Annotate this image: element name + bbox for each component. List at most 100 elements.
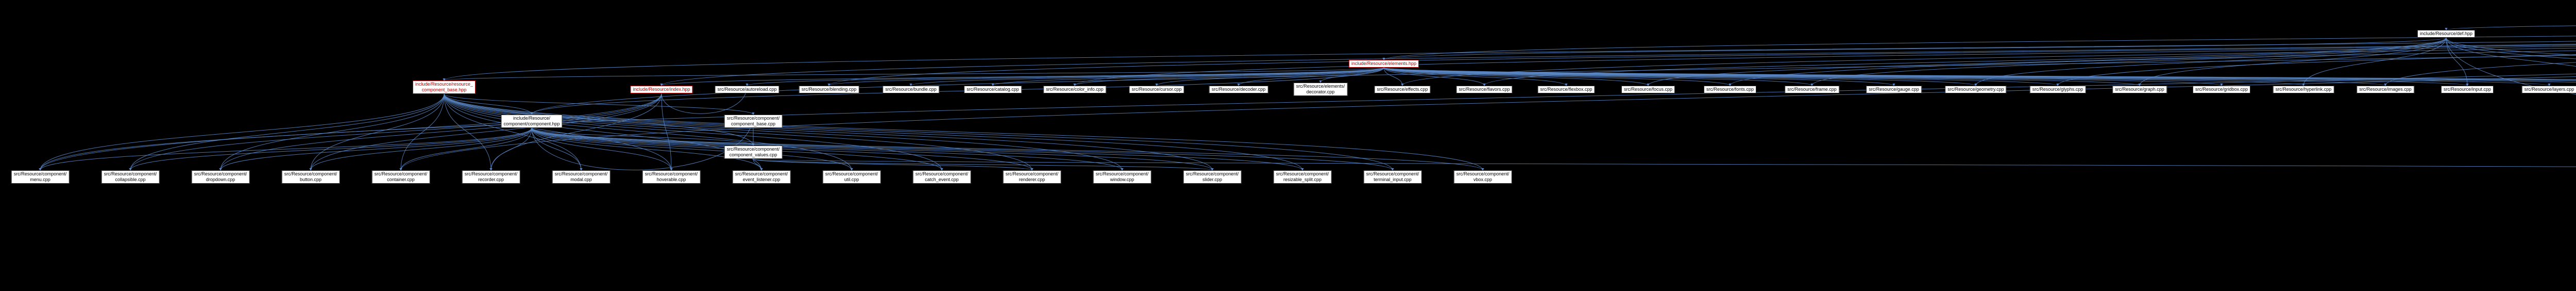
graph-node-b12[interactable]: src/Resource/component/renderer.cpp: [1003, 170, 1061, 184]
graph-node-d5[interactable]: src/Resource/color_info.cpp: [1043, 86, 1106, 93]
dependency-edge: [2445, 25, 2576, 30]
dependency-edge: [660, 44, 2576, 86]
node-label-line: decorator.cpp: [1306, 89, 1335, 94]
node-label-line: catch_event.cpp: [925, 177, 959, 182]
node-label-line: include/Resource/elements.hpp: [1351, 61, 1417, 66]
graph-node-cbase[interactable]: src/Resource/component/component_base.cp…: [724, 115, 783, 128]
graph-node-def[interactable]: include/Resource/def.hpp: [2417, 30, 2476, 38]
node-label-line: src/Resource/gridbox.cpp: [2195, 87, 2248, 92]
graph-node-rcb[interactable]: include/Resource/resource_component_base…: [412, 80, 476, 94]
graph-node-b4[interactable]: src/Resource/component/button.cpp: [281, 170, 340, 184]
dependency-edge: [309, 93, 662, 171]
graph-node-b17[interactable]: src/Resource/component/vbox.cpp: [1453, 170, 1512, 184]
dependency-edge: [909, 67, 1384, 86]
graph-node-d10[interactable]: src/Resource/flavors.cpp: [1456, 86, 1513, 93]
dependency-edge: [129, 127, 532, 171]
dependency-edge: [219, 93, 445, 171]
graph-node-b1[interactable]: src/Resource/component/menu.cpp: [11, 170, 70, 184]
node-label-line: src/Resource/focus.cpp: [1623, 87, 1673, 92]
dependency-edge: [2302, 37, 2447, 86]
dependency-edge: [753, 158, 763, 171]
dependency-edge: [399, 93, 445, 171]
node-label-line: component_base.cpp: [731, 121, 776, 126]
graph-node-b8[interactable]: src/Resource/component/hoverable.cpp: [642, 170, 701, 184]
graph-node-idx[interactable]: include/Resource/index.hpp: [630, 86, 693, 93]
graph-node-d20[interactable]: src/Resource/hyperlink.cpp: [2273, 86, 2334, 93]
dependency-edge: [444, 93, 583, 171]
node-label-line: recorder.cpp: [478, 177, 504, 182]
dependency-edge: [531, 127, 763, 171]
graph-node-b11[interactable]: src/Resource/component/catch_event.cpp: [912, 170, 971, 184]
graph-node-b3[interactable]: src/Resource/component/dropdown.cpp: [191, 170, 250, 184]
dependency-edge: [2056, 54, 2576, 86]
node-label-line: include/Resource/resource_: [415, 82, 473, 87]
graph-node-b16[interactable]: src/Resource/component/terminal_input.cp…: [1363, 170, 1422, 184]
graph-node-d22[interactable]: src/Resource/input.cpp: [2441, 86, 2494, 93]
graph-node-b13[interactable]: src/Resource/component/window.cpp: [1093, 170, 1151, 184]
node-label-line: renderer.cpp: [1019, 177, 1045, 182]
graph-node-el[interactable]: include/Resource/elements.hpp: [1348, 60, 1419, 68]
node-label-line: src/Resource/images.cpp: [2359, 87, 2412, 92]
graph-node-d4[interactable]: src/Resource/catalog.cpp: [964, 86, 1022, 93]
node-label-line: src/Resource/flavors.cpp: [1459, 87, 1510, 92]
graph-node-d12[interactable]: src/Resource/focus.cpp: [1621, 86, 1675, 93]
graph-node-cvals[interactable]: src/Resource/component/component_values.…: [724, 146, 783, 159]
graph-node-b7[interactable]: src/Resource/component/modal.cpp: [552, 170, 611, 184]
node-label-line: src/Resource/cursor.cpp: [1131, 87, 1182, 92]
graph-node-b6[interactable]: src/Resource/component/recorder.cpp: [462, 170, 520, 184]
graph-node-b15[interactable]: src/Resource/component/resizable_split.c…: [1273, 170, 1332, 184]
graph-node-b10[interactable]: src/Resource/component/util.cpp: [822, 170, 881, 184]
node-label-line: container.cpp: [387, 177, 415, 182]
node-label-line: src/Resource/layers.cpp: [2524, 87, 2574, 92]
node-label-line: src/Resource/component/: [1276, 171, 1329, 176]
graph-node-d8[interactable]: src/Resource/elements/decorator.cpp: [1293, 83, 1348, 96]
node-label-line: menu.cpp: [30, 177, 50, 182]
dependency-edge: [531, 127, 1214, 171]
node-label-line: include/Resource/: [513, 116, 551, 121]
node-label-line: util.cpp: [844, 177, 859, 182]
dependency-edge: [1383, 67, 2576, 80]
graph-node-d9[interactable]: src/Resource/effects.cpp: [1374, 86, 1431, 93]
graph-node-d19[interactable]: src/Resource/gridbox.cpp: [2192, 86, 2251, 93]
graph-node-d17[interactable]: src/Resource/glyphs.cpp: [2029, 86, 2086, 93]
dependency-edge: [991, 67, 1384, 86]
graph-node-d1[interactable]: src/Resource/autoreload.cpp: [715, 86, 779, 93]
node-label-line: terminal_input.cpp: [1374, 177, 1412, 182]
dependency-edge: [531, 127, 673, 171]
graph-node-comp[interactable]: include/Resource/component/component.hpp: [501, 115, 563, 128]
graph-node-d13[interactable]: src/Resource/fonts.cpp: [1703, 86, 1757, 93]
node-label-line: src/Resource/component/: [726, 147, 780, 152]
graph-node-d2[interactable]: src/Resource/blending.cpp: [799, 86, 859, 93]
dependency-edge: [2446, 37, 2576, 95]
node-label-line: src/Resource/catalog.cpp: [967, 87, 1019, 92]
graph-node-d3[interactable]: src/Resource/bundle.cpp: [883, 86, 939, 93]
node-label-line: src/Resource/component/: [915, 171, 969, 176]
graph-node-d14[interactable]: src/Resource/frame.cpp: [1785, 86, 1839, 93]
graph-node-d21[interactable]: src/Resource/images.cpp: [2357, 86, 2414, 93]
graph-node-d11[interactable]: src/Resource/flexbox.cpp: [1537, 86, 1595, 93]
node-label-line: src/Resource/component/: [825, 171, 878, 176]
graph-node-d16[interactable]: src/Resource/geometry.cpp: [1945, 86, 2007, 93]
graph-node-d18[interactable]: src/Resource/graph.cpp: [2112, 86, 2167, 93]
dependency-edge: [2446, 37, 2576, 56]
graph-node-b2[interactable]: src/Resource/component/collapsible.cpp: [101, 170, 160, 184]
node-label-line: src/Resource/component/: [726, 116, 780, 121]
graph-node-d6[interactable]: src/Resource/cursor.cpp: [1129, 86, 1184, 93]
dependency-edge: [444, 93, 1124, 171]
dependency-edge: [399, 127, 532, 171]
graph-node-d15[interactable]: src/Resource/gauge.cpp: [1866, 86, 1922, 93]
graph-node-b9[interactable]: src/Resource/component/event_listener.cp…: [732, 170, 791, 184]
dependency-edge: [443, 67, 1384, 81]
graph-node-b5[interactable]: src/Resource/component/container.cpp: [371, 170, 430, 184]
node-label-line: src/Resource/effects.cpp: [1377, 87, 1428, 92]
dependency-edge: [753, 158, 1214, 171]
graph-node-b14[interactable]: src/Resource/component/slider.cpp: [1183, 170, 1242, 184]
dependency-edge: [531, 127, 1124, 171]
dependency-edge: [2138, 37, 2447, 86]
graph-node-d23[interactable]: src/Resource/layers.cpp: [2521, 86, 2576, 93]
dependency-edge: [1383, 67, 1732, 86]
dependency-edge: [531, 127, 755, 146]
graph-node-d7[interactable]: src/Resource/decoder.cpp: [1209, 86, 1268, 93]
